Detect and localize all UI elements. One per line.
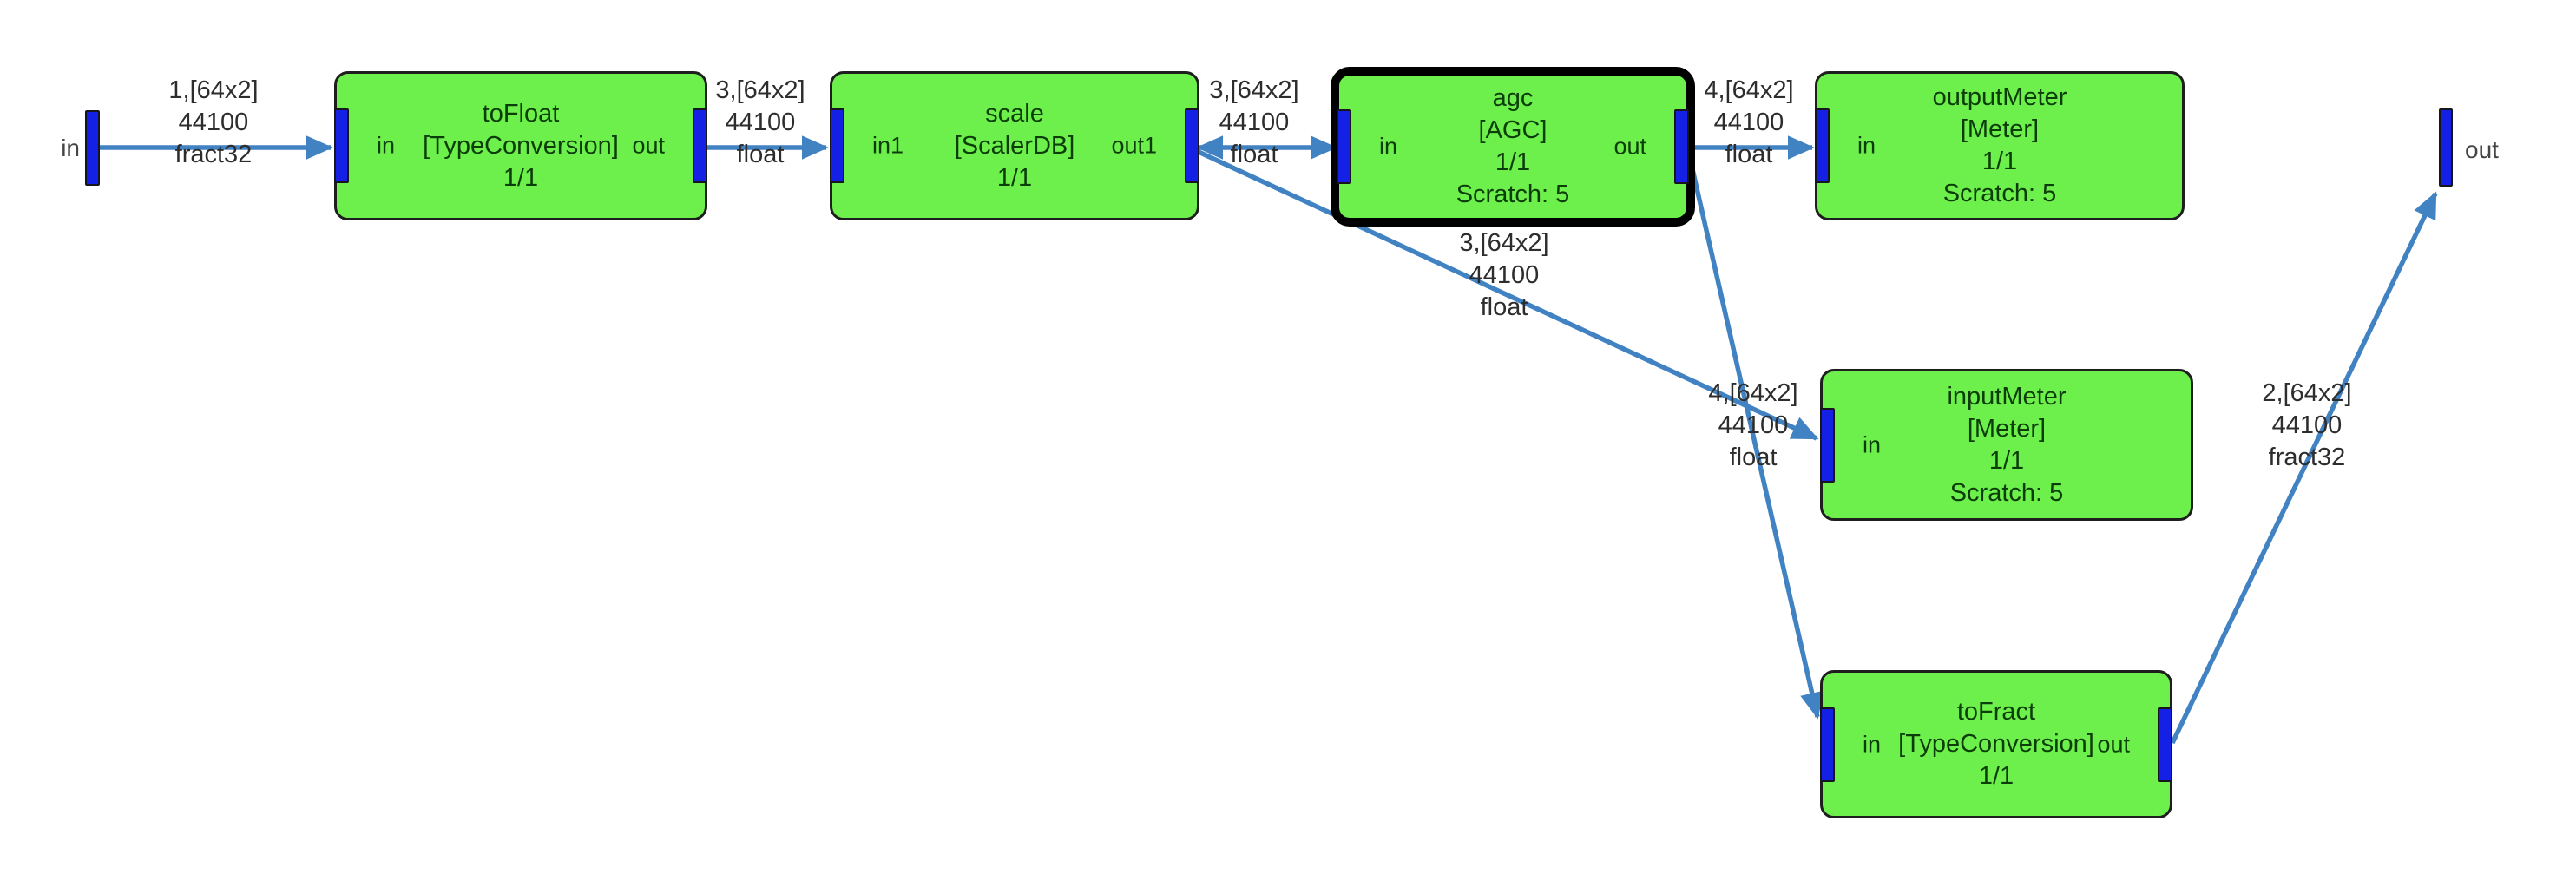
port-toFract-in[interactable]: [1820, 707, 1835, 782]
module-label-toFract: toFract [TypeConversion] 1/1: [1898, 696, 2094, 792]
port-scale-in1[interactable]: [830, 108, 844, 183]
port-agc-out[interactable]: [1674, 109, 1689, 184]
label-wire4a: 4,[64x2] 44100 float: [1704, 75, 1793, 171]
wire-label-line: 3,[64x2]: [1209, 76, 1299, 104]
wire-agc-toFract[interactable]: [1687, 157, 1824, 720]
port-label-outputMeter-in: in: [1857, 132, 1876, 159]
wire-label-line: fract32: [174, 141, 253, 168]
module-label-toFloat: toFloat [TypeConversion] 1/1: [423, 98, 619, 194]
graph-out-port[interactable]: [2439, 108, 2453, 187]
port-label-agc-in: in: [1379, 133, 1398, 160]
module-label-line: [ScalerDB]: [954, 131, 1075, 160]
module-label-line: toFloat: [482, 99, 560, 128]
label-wire4-diag: 4,[64x2] 44100 float: [1708, 378, 1797, 474]
module-block-toFract[interactable]: toFract [TypeConversion] 1/1 in out: [1820, 670, 2172, 818]
wire-label-line: 44100: [1713, 108, 1784, 136]
port-label-toFloat-in: in: [377, 132, 396, 159]
module-label-line: [Meter]: [1967, 414, 2047, 443]
module-label-line: 1/1: [996, 163, 1033, 192]
port-label-scale-out1: out1: [1111, 132, 1157, 159]
wire-label-line: 3,[64x2]: [1459, 229, 1549, 257]
module-label-line: toFract: [1956, 698, 2036, 726]
module-label-line: Scratch: 5: [1949, 478, 2064, 507]
wire-label-line: 1,[64x2]: [168, 76, 259, 104]
wire-label-line: 44100: [178, 108, 249, 136]
port-label-agc-out: out: [1613, 133, 1646, 160]
label-wire3-diag: 3,[64x2] 44100 float: [1459, 227, 1548, 324]
wire-label-line: 4,[64x2]: [1704, 76, 1794, 104]
port-toFloat-in[interactable]: [334, 108, 349, 183]
graph-in-label: in: [61, 135, 80, 161]
label-wire3a: 3,[64x2] 44100 float: [715, 75, 805, 171]
module-label-line: Scratch: 5: [1942, 180, 2057, 207]
module-label-line: 1/1: [1981, 148, 2018, 175]
module-label-scale: scale [ScalerDB] 1/1: [955, 98, 1075, 194]
wire-label-line: float: [1725, 141, 1773, 168]
label-wire3b: 3,[64x2] 44100 float: [1209, 75, 1298, 171]
wire-label-line: 4,[64x2]: [1708, 379, 1798, 407]
port-outputMeter-in[interactable]: [1815, 108, 1830, 183]
port-label-inputMeter-in: in: [1863, 431, 1882, 457]
wire-toFract-out[interactable]: [2170, 191, 2438, 745]
graph-in-port[interactable]: [85, 110, 100, 186]
module-label-line: 1/1: [503, 163, 539, 192]
module-block-scale[interactable]: scale [ScalerDB] 1/1 in1 out1: [830, 71, 1199, 220]
wire-label-line: float: [1230, 141, 1278, 168]
module-label-line: agc: [1492, 84, 1534, 112]
wire-label-line: float: [1480, 293, 1528, 321]
port-scale-out1[interactable]: [1185, 108, 1199, 183]
wire-label-line: 44100: [725, 108, 796, 136]
port-toFloat-out[interactable]: [693, 108, 707, 183]
wire-scale-inputMeter[interactable]: [1197, 149, 1819, 441]
module-label-line: [AGC]: [1478, 116, 1548, 144]
port-toFract-out[interactable]: [2158, 707, 2172, 782]
wire-label-line: 44100: [2271, 411, 2343, 439]
port-inputMeter-in[interactable]: [1820, 407, 1835, 483]
port-label-toFloat-out: out: [632, 132, 665, 159]
label-wire2: 2,[64x2] 44100 fract32: [2262, 378, 2351, 474]
module-label-line: 1/1: [1978, 762, 2014, 790]
wire-label-line: 44100: [1718, 411, 1789, 439]
module-label-line: scale: [985, 99, 1044, 128]
module-label-line: 1/1: [1495, 148, 1531, 176]
wire-label-line: fract32: [2268, 444, 2346, 471]
port-label-toFract-out: out: [2097, 731, 2130, 757]
module-block-toFloat[interactable]: toFloat [TypeConversion] 1/1 in out: [334, 71, 707, 220]
port-label-scale-in1: in1: [872, 132, 904, 159]
module-label-line: [Meter]: [1960, 115, 2040, 143]
module-label-line: 1/1: [1988, 446, 2025, 475]
wire-label-line: 2,[64x2]: [2262, 379, 2352, 407]
module-label-line: Scratch: 5: [1456, 181, 1570, 208]
wire-label-line: 44100: [1469, 261, 1540, 289]
module-label-line: [TypeConversion]: [1898, 730, 2094, 758]
wire-label-line: 3,[64x2]: [715, 76, 805, 104]
wire-label-line: 44100: [1219, 108, 1290, 136]
module-label-line: [TypeConversion]: [423, 131, 619, 160]
label-wire1: 1,[64x2] 44100 fract32: [168, 75, 258, 171]
port-agc-in[interactable]: [1337, 109, 1351, 184]
graph-out-label: out: [2465, 136, 2499, 163]
wire-label-line: float: [1729, 444, 1778, 471]
module-label-line: outputMeter: [1932, 83, 2067, 111]
wire-label-line: float: [736, 141, 785, 168]
port-label-toFract-in: in: [1863, 731, 1882, 757]
module-label-line: inputMeter: [1947, 382, 2067, 411]
